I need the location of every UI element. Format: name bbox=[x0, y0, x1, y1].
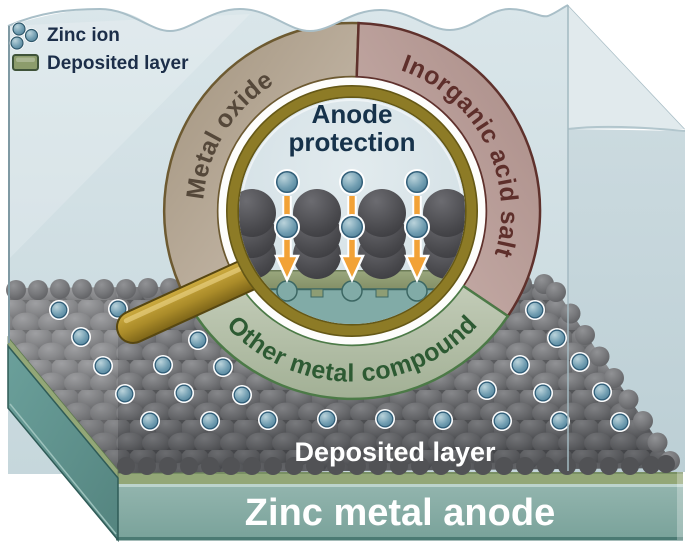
electrolyte-surface bbox=[7, 4, 569, 471]
magnifier-rim bbox=[226, 85, 478, 337]
deposited-layer-swatch-icon bbox=[12, 54, 39, 71]
anode-protection-title-line2: protection bbox=[288, 127, 415, 157]
anode-slab-left-face bbox=[7, 335, 119, 543]
deposited-layer-bottom-edge bbox=[117, 455, 675, 475]
interface-layer-front bbox=[116, 472, 683, 484]
magnifying-glass-icon: Metal oxide Inorganic acid salt Other me… bbox=[116, 21, 542, 401]
segment-inorganic-acid-salt bbox=[355, 21, 542, 318]
anode-protection-title-line1: Anode bbox=[312, 99, 393, 129]
legend: Zinc ion Deposited layer bbox=[9, 21, 189, 74]
zinc-anode-label: Zinc metal anode bbox=[245, 492, 555, 534]
legend-deposited-layer-label: Deposited layer bbox=[47, 53, 189, 74]
wave-line bbox=[7, 4, 569, 33]
zinc-anode-front bbox=[116, 484, 683, 540]
segment-other-metal-compound bbox=[189, 278, 510, 401]
deposited-layer-label: Deposited layer bbox=[294, 437, 496, 467]
legend-zinc-ion-label: Zinc ion bbox=[47, 25, 120, 46]
zinc-ion-cluster-icon bbox=[9, 21, 39, 51]
zinc-metal-anode-slab bbox=[116, 472, 683, 541]
segment-metal-oxide bbox=[162, 21, 360, 310]
